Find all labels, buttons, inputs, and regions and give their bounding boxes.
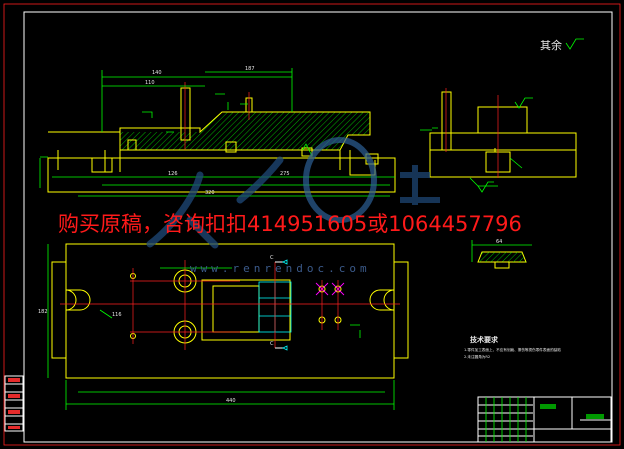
watermark-text: 购买原稿，咨询扣扣414951605或1064457796 [58,212,522,236]
side-view [420,88,577,193]
svg-text:110: 110 [145,80,155,86]
tech-requirements: 技术要求 1.零件加工表面上，不应有划痕、擦伤等损伤零件表面的缺陷 2.未注圆角… [464,335,561,359]
svg-text:116: 116 [112,312,122,318]
roughness-note: 其余 [540,38,584,52]
front-view-section-hatch [120,112,370,150]
watermark-url: www.renrendoc.com [190,262,371,275]
inner-frame [23,11,613,443]
svg-text:275: 275 [280,171,290,177]
svg-text:64: 64 [496,239,502,245]
watermark-logo-icon [146,156,284,249]
tech-req-line2: 2.未注圆角为R2 [464,354,490,359]
front-view: 140 187 110 126 275 320 [39,66,396,197]
plan-view: 440 182 116 C C [38,243,409,410]
side-roughness-icon [514,97,533,109]
tech-req-line1: 1.零件加工表面上，不应有划痕、擦伤等损伤零件表面的缺陷 [464,347,561,352]
title-block [477,396,612,443]
outer-border [3,3,621,446]
section-marker-icon [301,143,313,157]
svg-text:187: 187 [245,66,255,72]
svg-text:C: C [270,341,274,347]
roughness-note-text: 其余 [540,38,562,52]
svg-text:140: 140 [152,70,162,76]
detail-view: 64 [471,239,532,269]
tech-req-title: 技术要求 [470,335,499,344]
margin-block [4,375,24,432]
svg-text:440: 440 [226,398,236,404]
svg-text:320: 320 [205,190,215,196]
roughness-symbol-icon [565,38,584,50]
svg-text:182: 182 [38,309,48,315]
watermark: 购买原稿，咨询扣扣414951605或1064457796 www.renren… [58,137,522,275]
svg-text:C: C [270,255,274,261]
svg-text:126: 126 [168,171,178,177]
